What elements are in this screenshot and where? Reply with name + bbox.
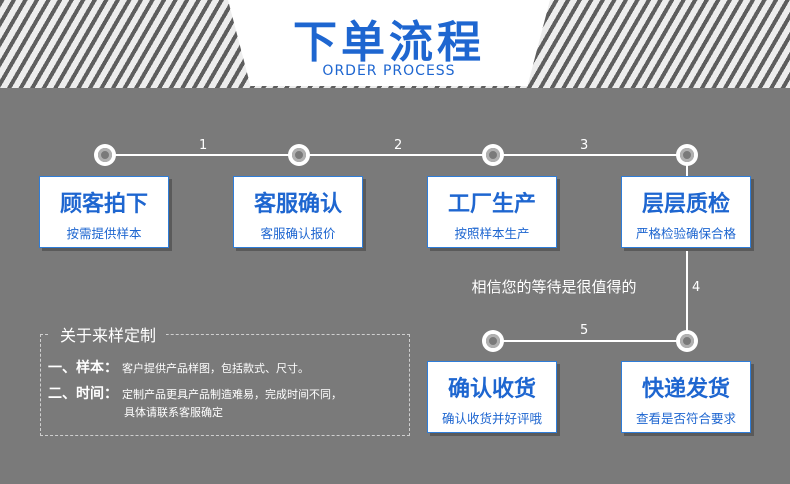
timeline-line-top [105, 154, 687, 156]
trust-message: 相信您的等待是很值得的 [471, 278, 637, 296]
timeline-node [482, 144, 504, 166]
sample-info-title: 关于来样定制 [50, 322, 167, 346]
step-card-receive: 确认收货 确认收货并好评哦 [427, 361, 557, 433]
step-card-inspect: 层层质检 严格检验确保合格 [621, 176, 751, 248]
step-number-5: 5 [580, 323, 589, 338]
page-subtitle: ORDER PROCESS [322, 63, 456, 79]
step-card-ship: 快递发货 查看是否符合要求 [621, 361, 751, 433]
page-title: 下单流程 [293, 17, 485, 68]
timeline-line-right [686, 155, 688, 341]
step-number-4: 4 [692, 280, 701, 295]
sample-info-item: 一、样本： 客户提供产品样图，包括款式、尺寸。 [48, 357, 309, 377]
timeline-node [288, 144, 310, 166]
timeline-line-bottom [491, 340, 687, 342]
timeline-node [482, 330, 504, 352]
step-number-3: 3 [580, 138, 589, 153]
step-number-2: 2 [394, 138, 403, 153]
timeline-node [94, 144, 116, 166]
sample-info-item: 二、时间： 定制产品更具产品制造难易，完成时间不同， [48, 383, 342, 403]
sample-info-text-cont: 具体请联系客服确定 [124, 406, 223, 419]
sample-info-key: 一、样本： [48, 360, 118, 376]
step-number-1: 1 [199, 138, 208, 153]
sample-info-text: 定制产品更具产品制造难易，完成时间不同， [122, 388, 342, 401]
timeline-node [676, 330, 698, 352]
sample-info-box [40, 334, 410, 436]
timeline-node [676, 144, 698, 166]
step-card-confirm: 客服确认 客服确认报价 [233, 176, 363, 248]
step-card-order: 顾客拍下 按需提供样本 [39, 176, 169, 248]
sample-info-key: 二、时间： [48, 386, 118, 402]
step-card-produce: 工厂生产 按照样本生产 [427, 176, 557, 248]
sample-info-text: 客户提供产品样图，包括款式、尺寸。 [122, 362, 309, 375]
header-panel: 下单流程 ORDER PROCESS [228, 0, 550, 86]
